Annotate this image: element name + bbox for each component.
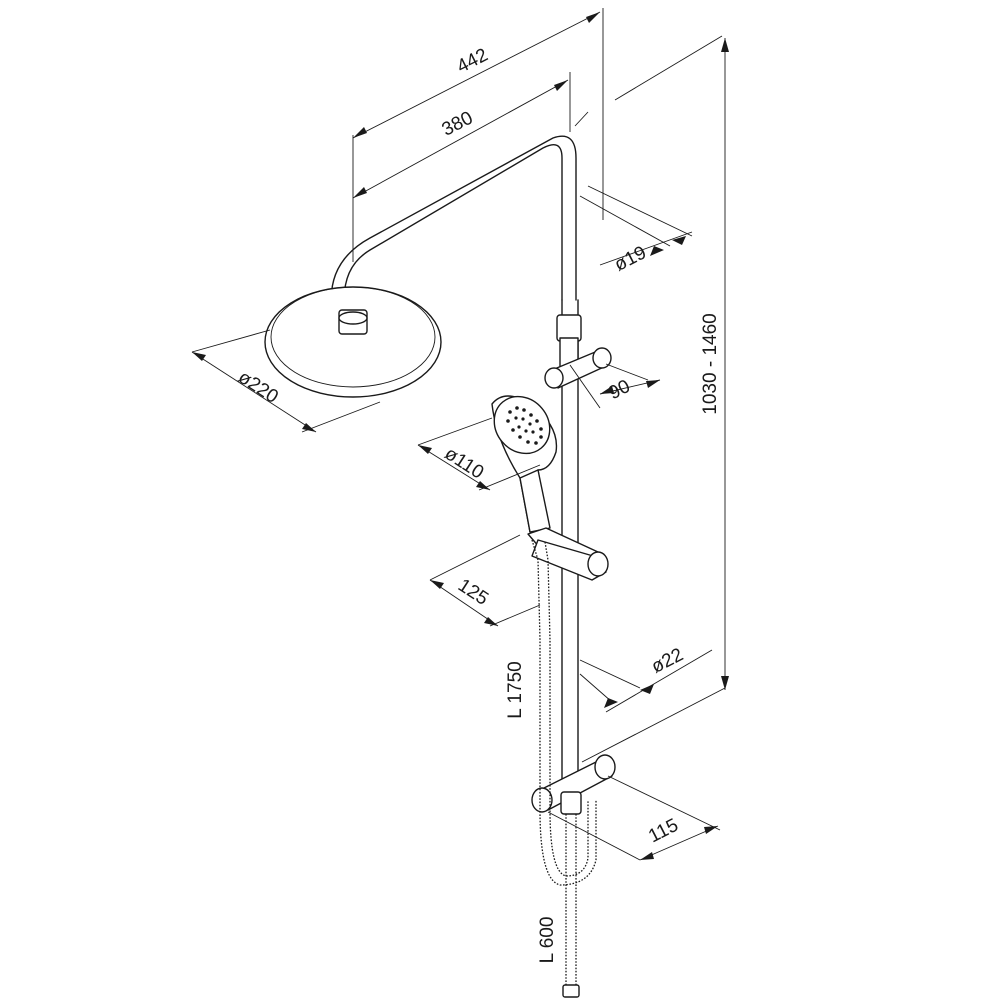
dim-pipe-lower-label: ø22: [648, 644, 687, 678]
dim-lower-holder-label: 115: [645, 815, 682, 847]
dim-pipe-upper-label: ø19: [611, 242, 650, 276]
dim-arm-outer-label: 442: [454, 45, 492, 78]
dimension-lines: [191, 11, 729, 861]
dim-slider-offset-label: 125: [454, 575, 492, 610]
dimension-labels: 442 380 ø19 ø220 90 1030 - 1460 ø110 125…: [234, 45, 721, 964]
lower-holder: [531, 754, 616, 815]
spray-nozzles: [506, 406, 543, 445]
hand-shower: [491, 395, 558, 533]
dim-head-diameter-label: ø220: [234, 367, 282, 408]
dim-hand-shower-label: ø110: [441, 443, 488, 483]
shower-arm: [330, 135, 577, 311]
dim-lower-hose-label: L 600: [537, 917, 558, 964]
dim-arm-inner-label: 380: [439, 108, 477, 141]
rain-shower-head: [264, 286, 442, 398]
dim-hose-length-label: L 1750: [505, 661, 526, 718]
hoses: [531, 539, 597, 998]
upper-holder: [544, 347, 612, 389]
dim-holder-offset-label: 90: [605, 376, 633, 404]
extension-lines: [191, 8, 726, 861]
dim-column-height-label: 1030 - 1460: [700, 313, 721, 414]
slider-holder: [527, 527, 609, 581]
